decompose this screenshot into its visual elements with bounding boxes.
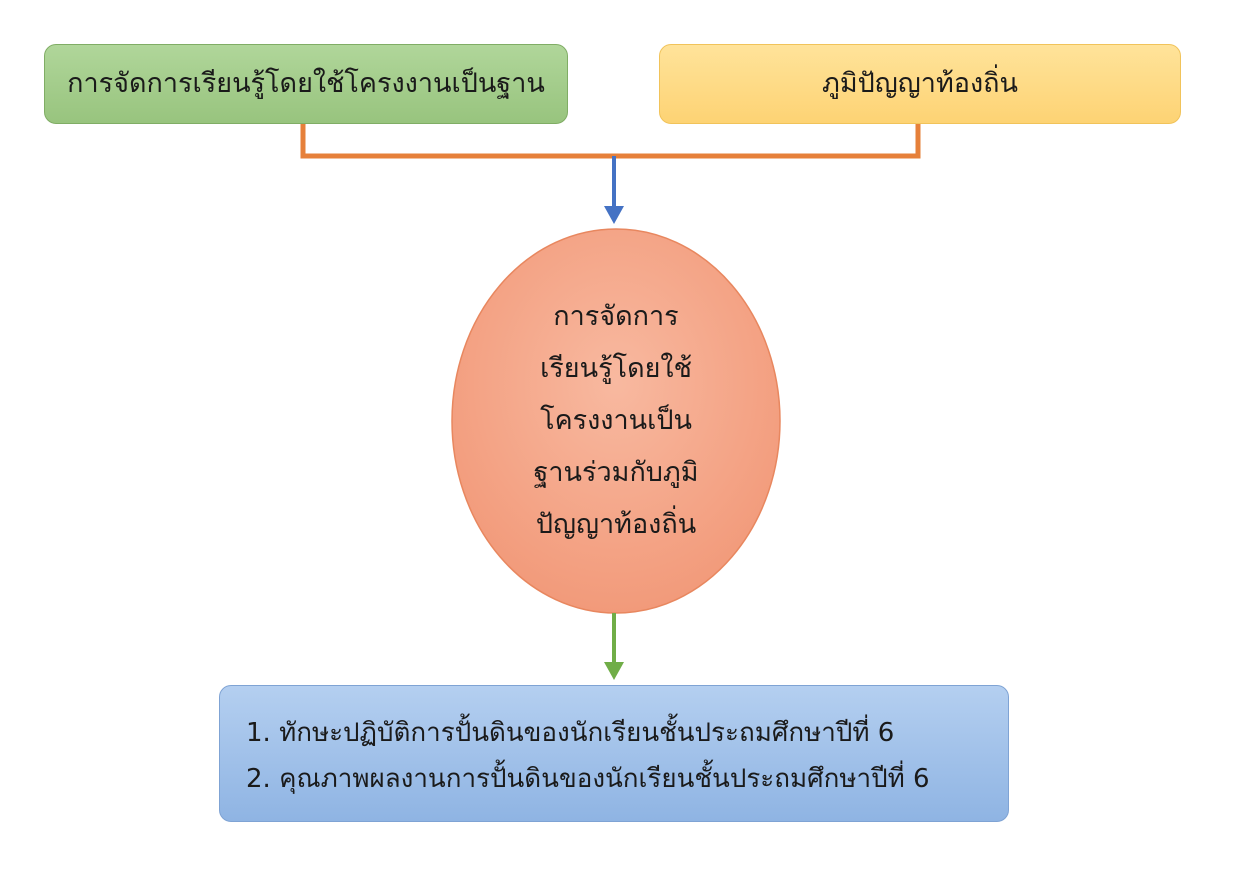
center-ellipse: การจัดการ เรียนรู้โดยใช้ โครงงานเป็น ฐาน… — [452, 229, 780, 613]
left-input-box: การจัดการเรียนรู้โดยใช้โครงงานเป็นฐาน — [44, 44, 568, 124]
left-input-label: การจัดการเรียนรู้โดยใช้โครงงานเป็นฐาน — [67, 67, 545, 99]
outcome-item: 2. คุณภาพผลงานการปั้นดินของนักเรียนชั้นป… — [246, 764, 930, 794]
ellipse-line: โครงงานเป็น — [540, 405, 692, 436]
ellipse-line: ปัญญาท้องถิ่น — [535, 509, 697, 540]
ellipse-line: ฐานร่วมกับภูมิ — [533, 457, 699, 488]
right-input-box: ภูมิปัญญาท้องถิ่น — [659, 44, 1181, 124]
ellipse-line: การจัดการ — [553, 301, 679, 332]
outcome-box: 1. ทักษะปฏิบัติการปั้นดินของนักเรียนชั้น… — [219, 685, 1009, 822]
right-input-label: ภูมิปัญญาท้องถิ่น — [822, 67, 1018, 99]
center-ellipse-text: การจัดการ เรียนรู้โดยใช้ โครงงานเป็น ฐาน… — [516, 291, 716, 551]
top-arrow-head — [604, 206, 624, 224]
outcome-item: 1. ทักษะปฏิบัติการปั้นดินของนักเรียนชั้น… — [246, 718, 895, 748]
ellipse-line: เรียนรู้โดยใช้ — [540, 353, 692, 384]
merge-connector — [300, 124, 921, 159]
bottom-arrow-head — [604, 662, 624, 680]
